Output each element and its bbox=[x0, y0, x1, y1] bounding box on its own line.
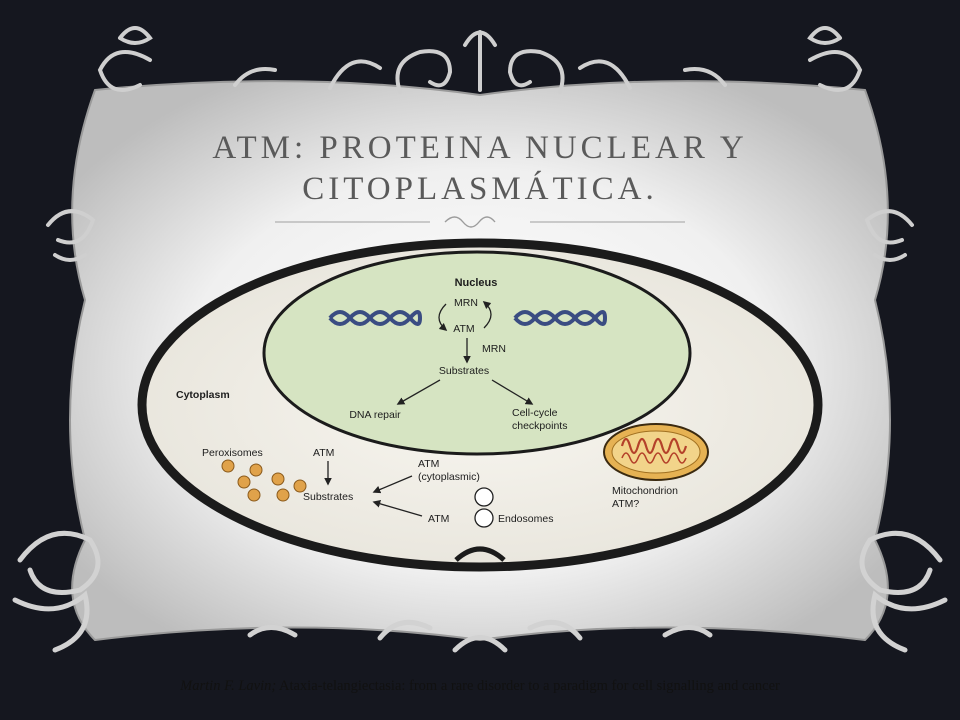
endosomes-label: Endosomes bbox=[498, 513, 553, 525]
peroxisome-dots bbox=[221, 459, 307, 502]
citation: Martin F. Lavin; Ataxia-telangiectasia: … bbox=[40, 678, 920, 695]
atm-nuclear-label: ATM bbox=[453, 323, 474, 335]
dna-helix-right bbox=[513, 310, 607, 326]
peroxisome bbox=[271, 472, 285, 486]
peroxisome bbox=[293, 479, 307, 493]
endosome bbox=[474, 487, 494, 507]
ornament-sides bbox=[46, 209, 914, 262]
dna-helix-left bbox=[328, 310, 422, 326]
atm-cyto-line-1: ATM bbox=[418, 458, 439, 470]
peroxisome bbox=[276, 488, 290, 502]
arrow-to-dna-repair bbox=[396, 379, 441, 405]
dna-repair-label: DNA repair bbox=[349, 409, 401, 421]
substrates-cyto-label: Substrates bbox=[303, 491, 353, 503]
atm-peroxisome-label: ATM bbox=[313, 447, 334, 459]
peroxisome bbox=[249, 463, 263, 477]
atm-endosome-label: ATM bbox=[428, 513, 449, 525]
mrn-label-side: MRN bbox=[482, 343, 506, 355]
membrane-indent bbox=[454, 546, 506, 562]
cellcycle-line-1: Cell-cycle bbox=[512, 407, 558, 419]
mrn-atm-arc-right bbox=[482, 300, 492, 329]
substrates-nuclear-label: Substrates bbox=[439, 365, 489, 377]
endosome bbox=[474, 508, 494, 528]
slide-title: ATM: PROTEINA NUCLEAR Y CITOPLASMÁTICA. bbox=[120, 128, 840, 210]
arrow-cyto-atm-substrates bbox=[372, 475, 413, 494]
peroxisome bbox=[221, 459, 235, 473]
nucleus bbox=[262, 250, 692, 456]
citation-text: Ataxia-telangiectasia: from a rare disor… bbox=[276, 678, 780, 694]
ornament-bottom bbox=[12, 530, 948, 653]
mitochondrion bbox=[603, 423, 709, 481]
peroxisome bbox=[237, 475, 251, 489]
citation-author: Martin F. Lavin; bbox=[180, 678, 277, 694]
cytoplasm-label: Cytoplasm bbox=[176, 389, 230, 401]
peroxisomes-label: Peroxisomes bbox=[202, 447, 263, 459]
mrn-label-top: MRN bbox=[454, 297, 478, 309]
mrn-atm-arc-left bbox=[438, 303, 448, 332]
mitochondrion-line-1: Mitochondrion bbox=[612, 485, 678, 497]
mitochondrion-line-2: ATM? bbox=[612, 498, 639, 510]
title-line-2: CITOPLASMÁTICA. bbox=[302, 171, 658, 207]
ornament-top bbox=[97, 26, 863, 94]
nucleus-label: Nucleus bbox=[455, 277, 498, 289]
cellcycle-line-2: checkpoints bbox=[512, 420, 567, 432]
arrow-endosome-atm bbox=[372, 500, 423, 517]
peroxisome bbox=[247, 488, 261, 502]
atm-cyto-line-2: (cytoplasmic) bbox=[418, 471, 480, 483]
title-line-1: ATM: PROTEINA NUCLEAR Y bbox=[212, 130, 748, 166]
title-separator bbox=[275, 216, 685, 228]
arrow-to-checkpoints bbox=[491, 379, 534, 405]
